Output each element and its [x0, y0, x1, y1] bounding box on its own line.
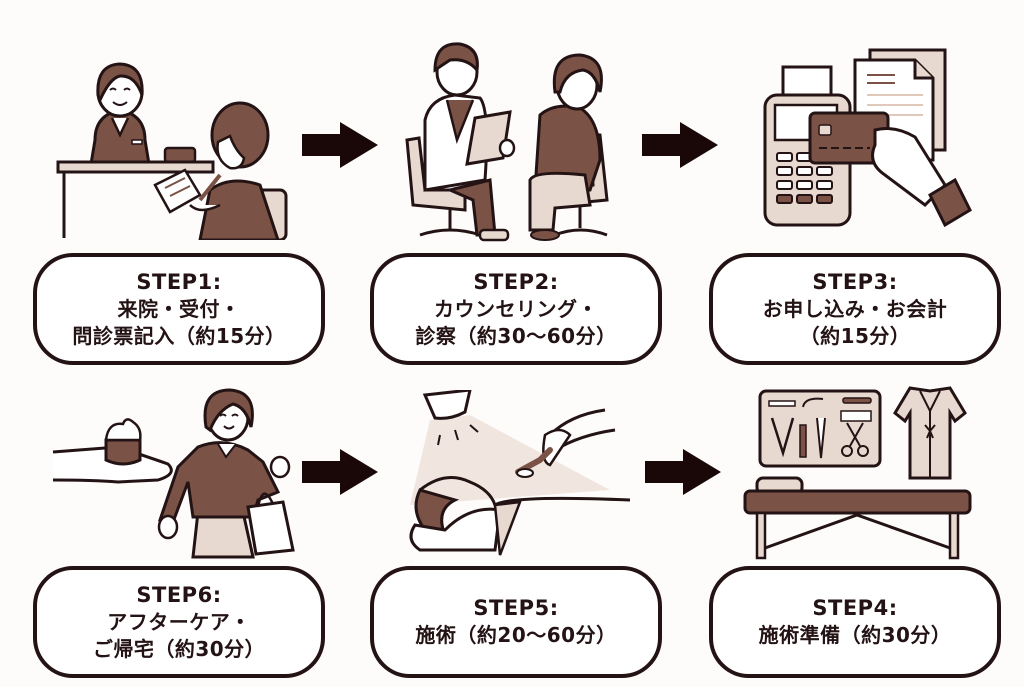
reception-icon	[50, 40, 300, 240]
step1-label: STEP1: 来院・受付・ 問診票記入（約15分）	[33, 253, 325, 365]
arrow-step5-to-step4	[643, 447, 723, 497]
step3-label: STEP3: お申し込み・お会計 （約15分）	[709, 253, 1001, 365]
step6-line2: ご帰宅（約30分）	[92, 636, 266, 661]
step4-label: STEP4: 施術準備（約30分）	[709, 566, 1001, 678]
step3-title: STEP3:	[812, 269, 898, 294]
step6-line1: アフターケア・	[107, 609, 251, 634]
step5-label: STEP5: 施術（約20〜60分）	[370, 566, 662, 678]
step2-line1: カウンセリング・	[434, 296, 598, 321]
step4-line1: 施術準備（約30分）	[758, 623, 952, 647]
step5-line1: 施術（約20〜60分）	[415, 623, 617, 647]
aftercare-icon	[48, 382, 303, 560]
step2-label: STEP2: カウンセリング・ 診察（約30〜60分）	[370, 253, 662, 365]
step2-title: STEP2:	[473, 269, 559, 294]
step6-label: STEP6: アフターケア・ ご帰宅（約30分）	[33, 566, 325, 678]
arrow-step6-to-step5	[300, 447, 380, 497]
step5-title: STEP5:	[473, 596, 559, 620]
treatment-icon	[400, 390, 640, 560]
step6-title: STEP6:	[136, 582, 222, 607]
step4-title: STEP4:	[812, 596, 898, 620]
step1-line1: 来院・受付・	[117, 296, 241, 321]
step2-line2: 診察（約30〜60分）	[415, 323, 617, 348]
payment-icon	[755, 45, 975, 240]
step1-line2: 問診票記入（約15分）	[72, 323, 286, 348]
step1-title: STEP1:	[136, 269, 222, 294]
step3-line2: （約15分）	[799, 323, 911, 348]
step3-line1: お申し込み・お会計	[762, 296, 948, 321]
treatment-prep-icon	[735, 383, 975, 560]
counseling-icon	[395, 30, 635, 245]
arrow-step1-to-step2	[300, 120, 380, 170]
arrow-step2-to-step3	[640, 120, 720, 170]
